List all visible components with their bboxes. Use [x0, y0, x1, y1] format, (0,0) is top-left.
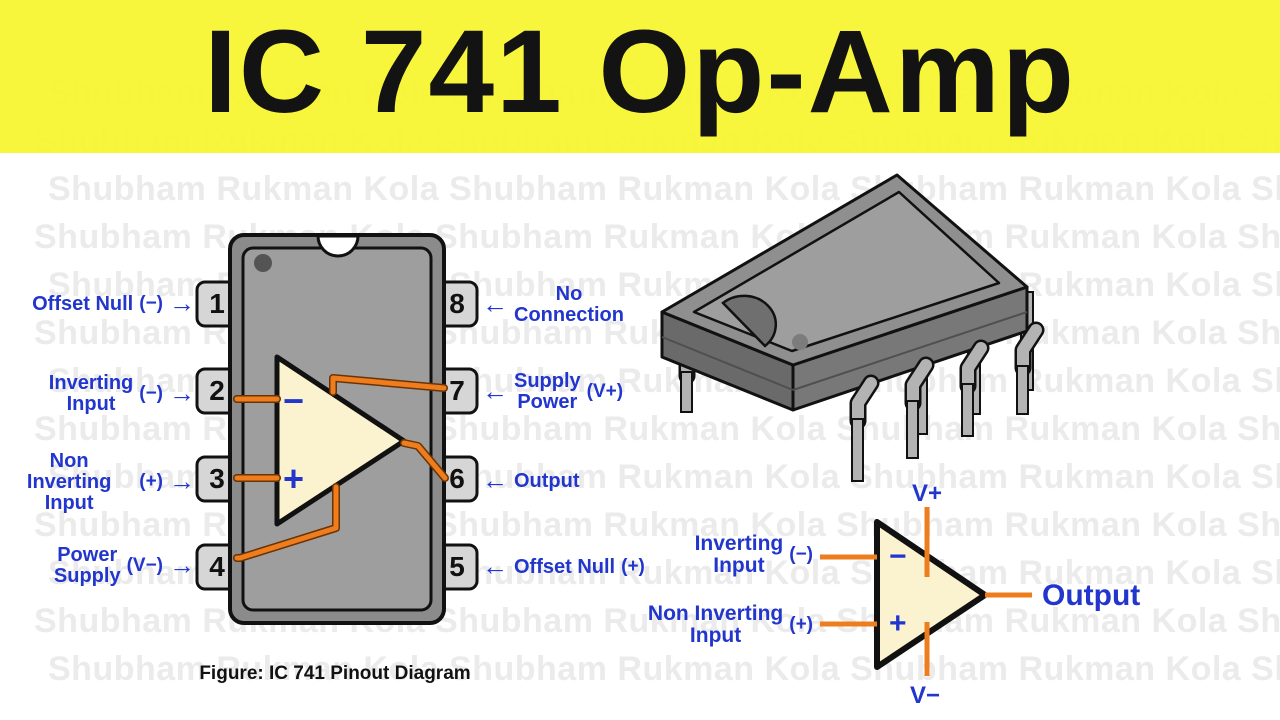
pinout-minus-sign: − [283, 380, 305, 421]
title-banner [0, 0, 1280, 153]
dip8-pinout-diagram [195, 233, 479, 625]
right-arrow-icon: → [169, 378, 195, 409]
pin-pads [195, 280, 479, 591]
pinout-plus-sign: + [283, 458, 305, 499]
pin-1-label: Offset Null (−) → [32, 288, 195, 319]
opamp-symbol-triangle [874, 519, 988, 670]
watermark-text: Shubham Rukman Kola Shubham Rukman Kola … [48, 650, 1280, 688]
left-arrow-icon: ← [482, 465, 508, 496]
right-arrow-icon: → [169, 550, 195, 581]
pin-5-label: ← Offset Null (+) [482, 551, 645, 582]
symbol-vminus-label: V− [909, 682, 941, 709]
left-arrow-icon: ← [482, 376, 508, 407]
package-near-legs [849, 321, 1045, 482]
figure-caption: Figure: IC 741 Pinout Diagram [199, 663, 471, 684]
pin1-dot [254, 254, 272, 272]
dip8-3d-package [660, 173, 1045, 482]
symbol-plus-sign: + [889, 607, 907, 640]
symbol-vplus-label: V+ [911, 480, 943, 507]
pin-2-number: 2 [209, 375, 225, 406]
page-title: IC 741 Op-Amp [204, 6, 1076, 138]
package-notch [721, 294, 778, 348]
pin-4-number: 4 [209, 551, 225, 582]
pin-3-number: 3 [209, 463, 225, 494]
package-pin1-dot [792, 334, 808, 350]
right-arrow-icon: → [169, 288, 195, 319]
pin-6-number: 6 [449, 463, 465, 494]
pin-5-number: 5 [449, 551, 465, 582]
ic-notch [316, 234, 360, 258]
pin-7-number: 7 [449, 375, 465, 406]
pin-wires [233, 374, 449, 562]
pinout-opamp-triangle [274, 354, 407, 527]
watermark-text: Shubham Rukman Kola Shubham Rukman Kola … [48, 170, 1280, 208]
opamp-symbol [820, 507, 1032, 676]
pin-1-number: 1 [209, 288, 225, 319]
pin-6-label: ← Output [482, 465, 580, 496]
pin-8-number: 8 [449, 288, 465, 319]
opamp-symbol-wires [820, 507, 1032, 676]
left-arrow-icon: ← [482, 551, 508, 582]
symbol-minus-sign: − [889, 540, 907, 573]
left-arrow-icon: ← [482, 289, 508, 320]
symbol-output-label: Output [1042, 579, 1141, 612]
right-arrow-icon: → [169, 466, 195, 497]
